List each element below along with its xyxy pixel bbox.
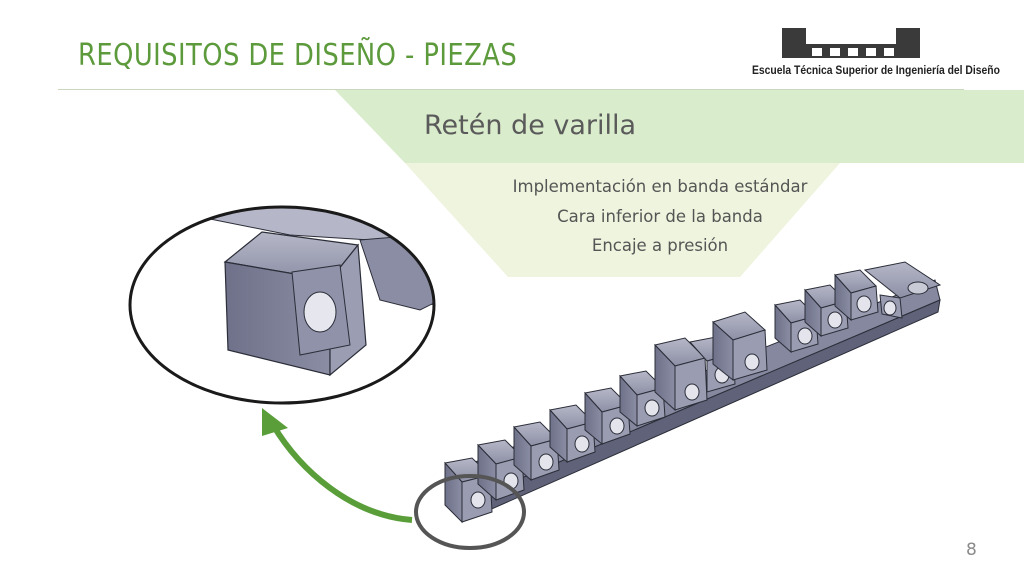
- part-subtitle: Retén de varilla: [424, 110, 637, 141]
- chain-link: [619, 370, 666, 428]
- chain-link: [584, 387, 631, 446]
- requirement-item: Implementación en banda estándar: [512, 177, 808, 196]
- requirements-list: Implementación en banda estándar Cara in…: [400, 172, 920, 261]
- retainer-block: [654, 337, 708, 412]
- page-number: 8: [966, 540, 977, 560]
- school-logo: Escuela Técnica Superior de Ingeniería d…: [752, 28, 1000, 80]
- retainer-block: [712, 311, 768, 382]
- highlight-ring: [414, 474, 526, 550]
- zoom-detail: [130, 207, 434, 403]
- zoom-ellipse: [128, 205, 436, 405]
- title-divider: [58, 89, 964, 90]
- retainer-chain: [444, 261, 942, 524]
- header-band-shape: [335, 90, 1024, 163]
- chain-link: [549, 404, 596, 464]
- bullet-band-shape: [405, 163, 840, 277]
- logo-mark-icon: [782, 28, 920, 58]
- requirement-item: Encaje a presión: [591, 236, 729, 255]
- chain-link: [834, 269, 879, 322]
- requirement-item: Cara inferior de la banda: [557, 206, 763, 226]
- chain-end: [863, 261, 942, 319]
- zoom-arrow-icon: [262, 408, 413, 523]
- slide-title: REQUISITOS DE DISEÑO - PIEZAS: [78, 38, 518, 73]
